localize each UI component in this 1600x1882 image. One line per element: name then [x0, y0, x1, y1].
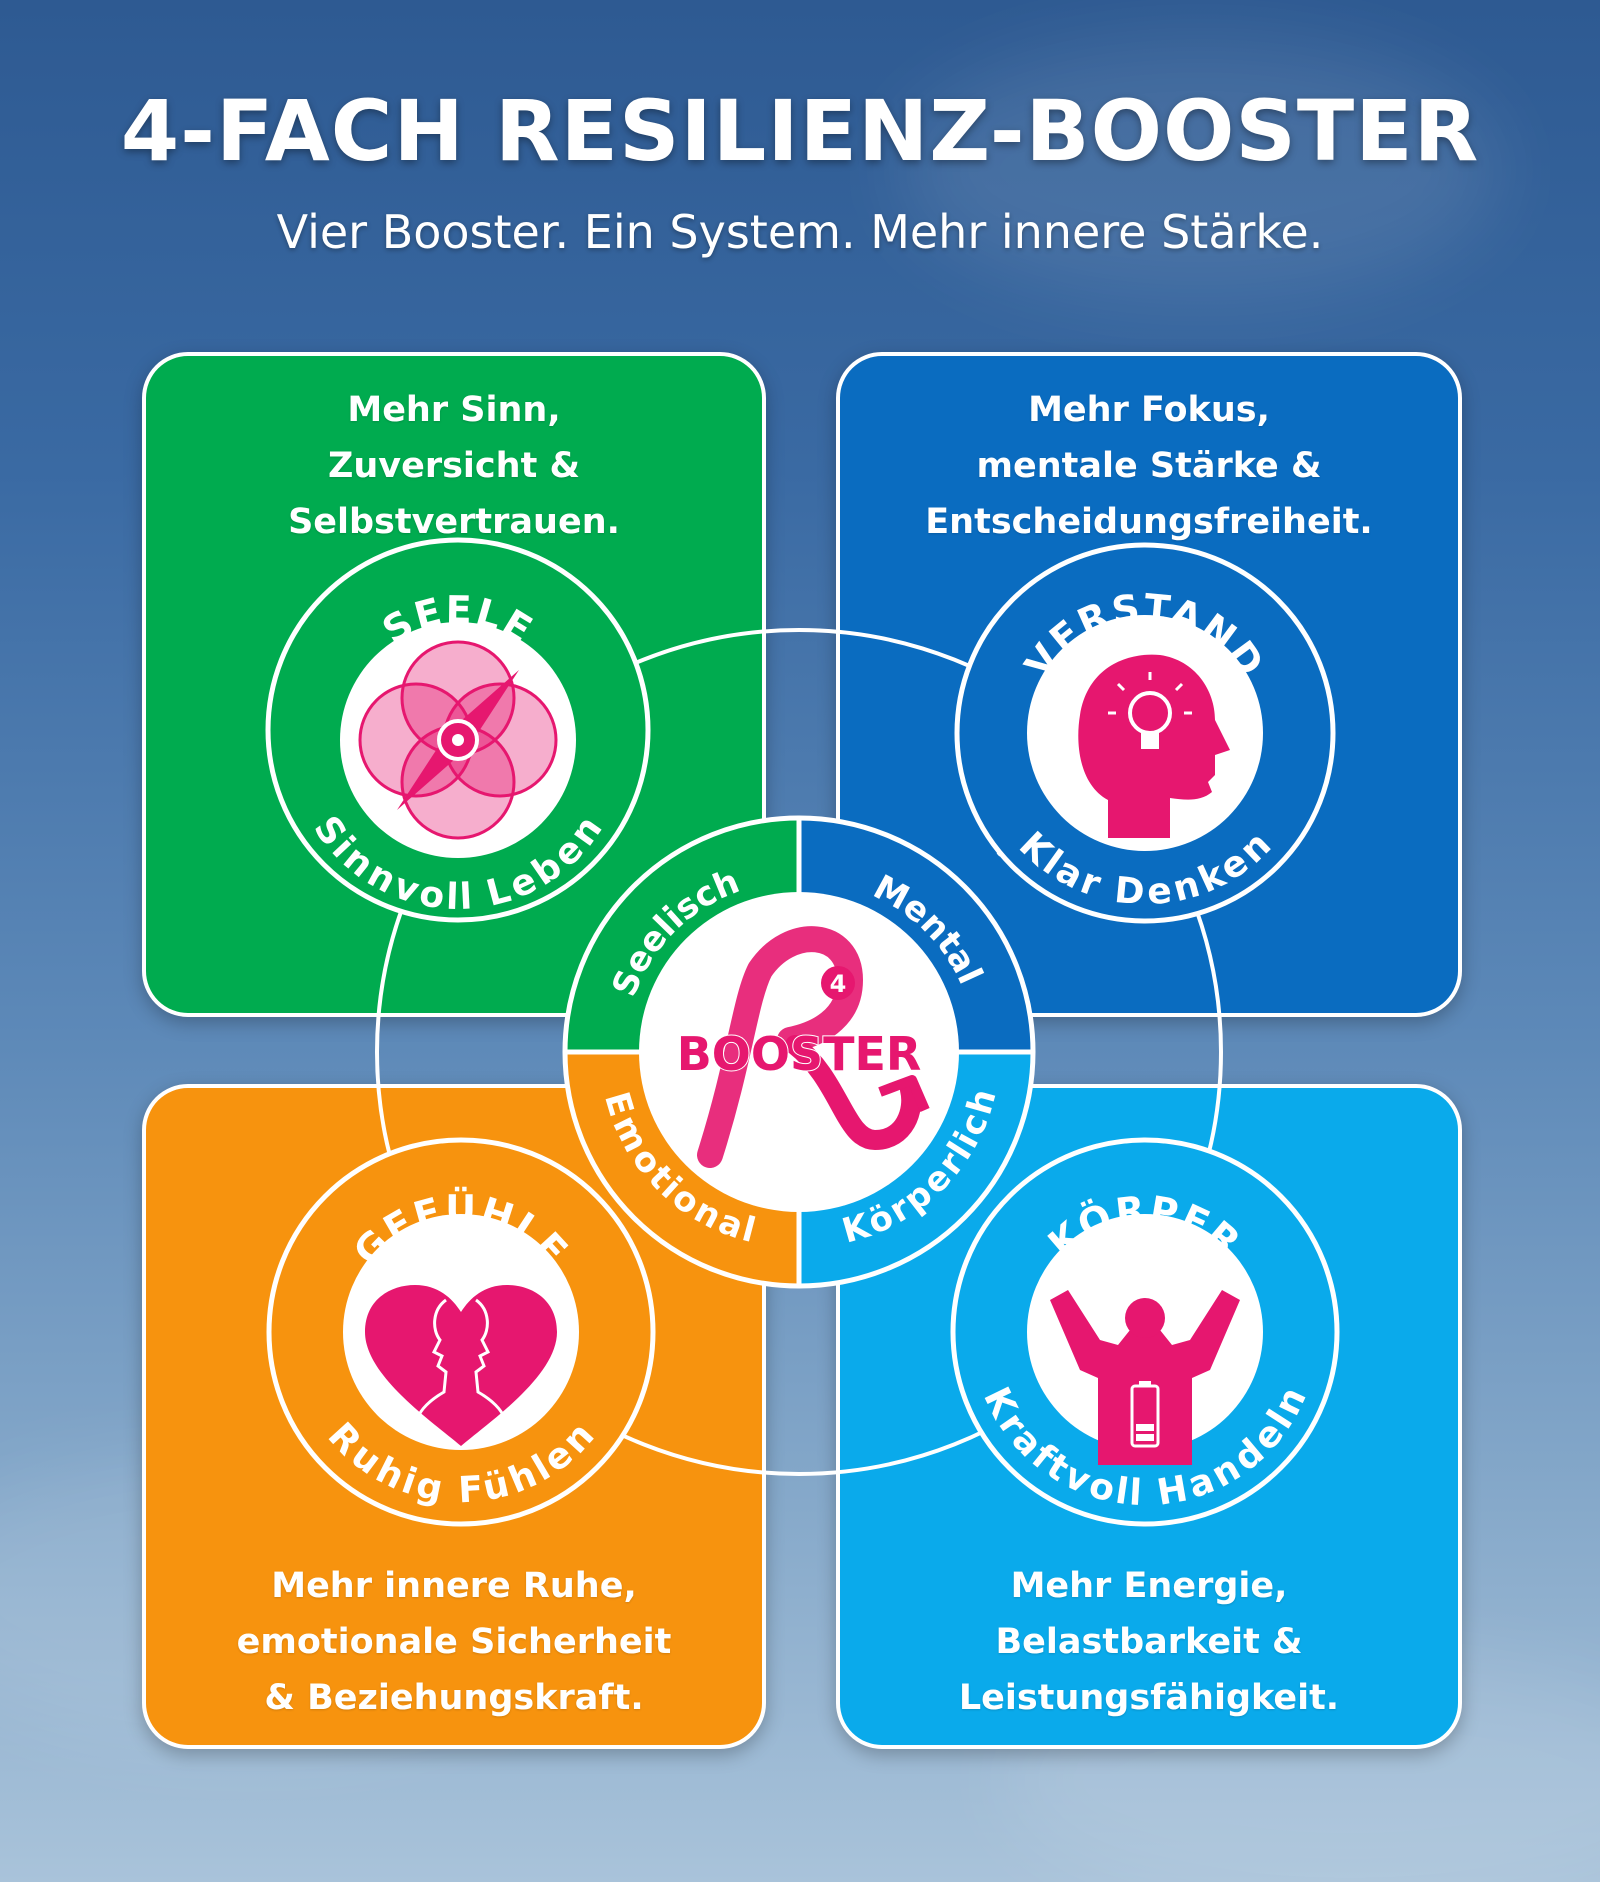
heart-faces-icon: [365, 1285, 557, 1446]
center-label: BOOSTER: [677, 1027, 922, 1081]
benefit-line: Leistungsfähigkeit.: [958, 1678, 1340, 1718]
gefuehle-benefits: Mehr innere Ruhe, emotionale Sicherheit …: [146, 1558, 762, 1726]
person-battery-icon: [1050, 1290, 1240, 1465]
center-badge: 4: [830, 970, 847, 998]
page-subtitle: Vier Booster. Ein System. Mehr innere St…: [276, 205, 1324, 259]
center-booster: Seelisch Mental Emotional Körperlich 4 B…: [562, 815, 1036, 1289]
benefit-line: Zuversicht &: [327, 446, 581, 486]
connector-ring: [375, 628, 1223, 1476]
benefit-line: Mehr Energie,: [1010, 1566, 1288, 1606]
compass-flower-icon: [358, 640, 558, 840]
benefit-line: Entscheidungsfreiheit.: [925, 502, 1373, 542]
benefit-line: & Beziehungskraft.: [264, 1678, 644, 1718]
koerper-emblem: KÖRPER Kraftvoll Handeln: [950, 1137, 1340, 1527]
koerper-benefits: Mehr Energie, Belastbarkeit & Leistungsf…: [840, 1558, 1458, 1726]
verstand-emblem: VERSTAND Klar Denken: [954, 542, 1336, 924]
benefit-line: Mehr Sinn,: [347, 390, 561, 430]
benefit-line: mentale Stärke &: [976, 446, 1322, 486]
benefit-line: emotionale Sicherheit: [236, 1622, 672, 1662]
page-title: 4-FACH RESILIENZ-BOOSTER: [120, 82, 1480, 180]
benefit-line: Belastbarkeit &: [995, 1622, 1303, 1662]
head-lightbulb-icon: [1078, 654, 1230, 838]
cloud-decoration: [900, 40, 1500, 300]
seele-benefits: Mehr Sinn, Zuversicht & Selbstvertrauen.: [146, 382, 762, 550]
benefit-line: Mehr Fokus,: [1028, 390, 1270, 430]
gefuehle-emblem: GEFÜHLE Ruhig Fühlen: [266, 1137, 656, 1527]
r-logo-icon: 4: [697, 926, 930, 1168]
benefit-line: Selbstvertrauen.: [288, 502, 620, 542]
verstand-benefits: Mehr Fokus, mentale Stärke & Entscheidun…: [840, 382, 1458, 550]
seele-emblem: SEELE Sinnvoll Leben: [265, 537, 651, 923]
benefit-line: Mehr innere Ruhe,: [271, 1566, 637, 1606]
